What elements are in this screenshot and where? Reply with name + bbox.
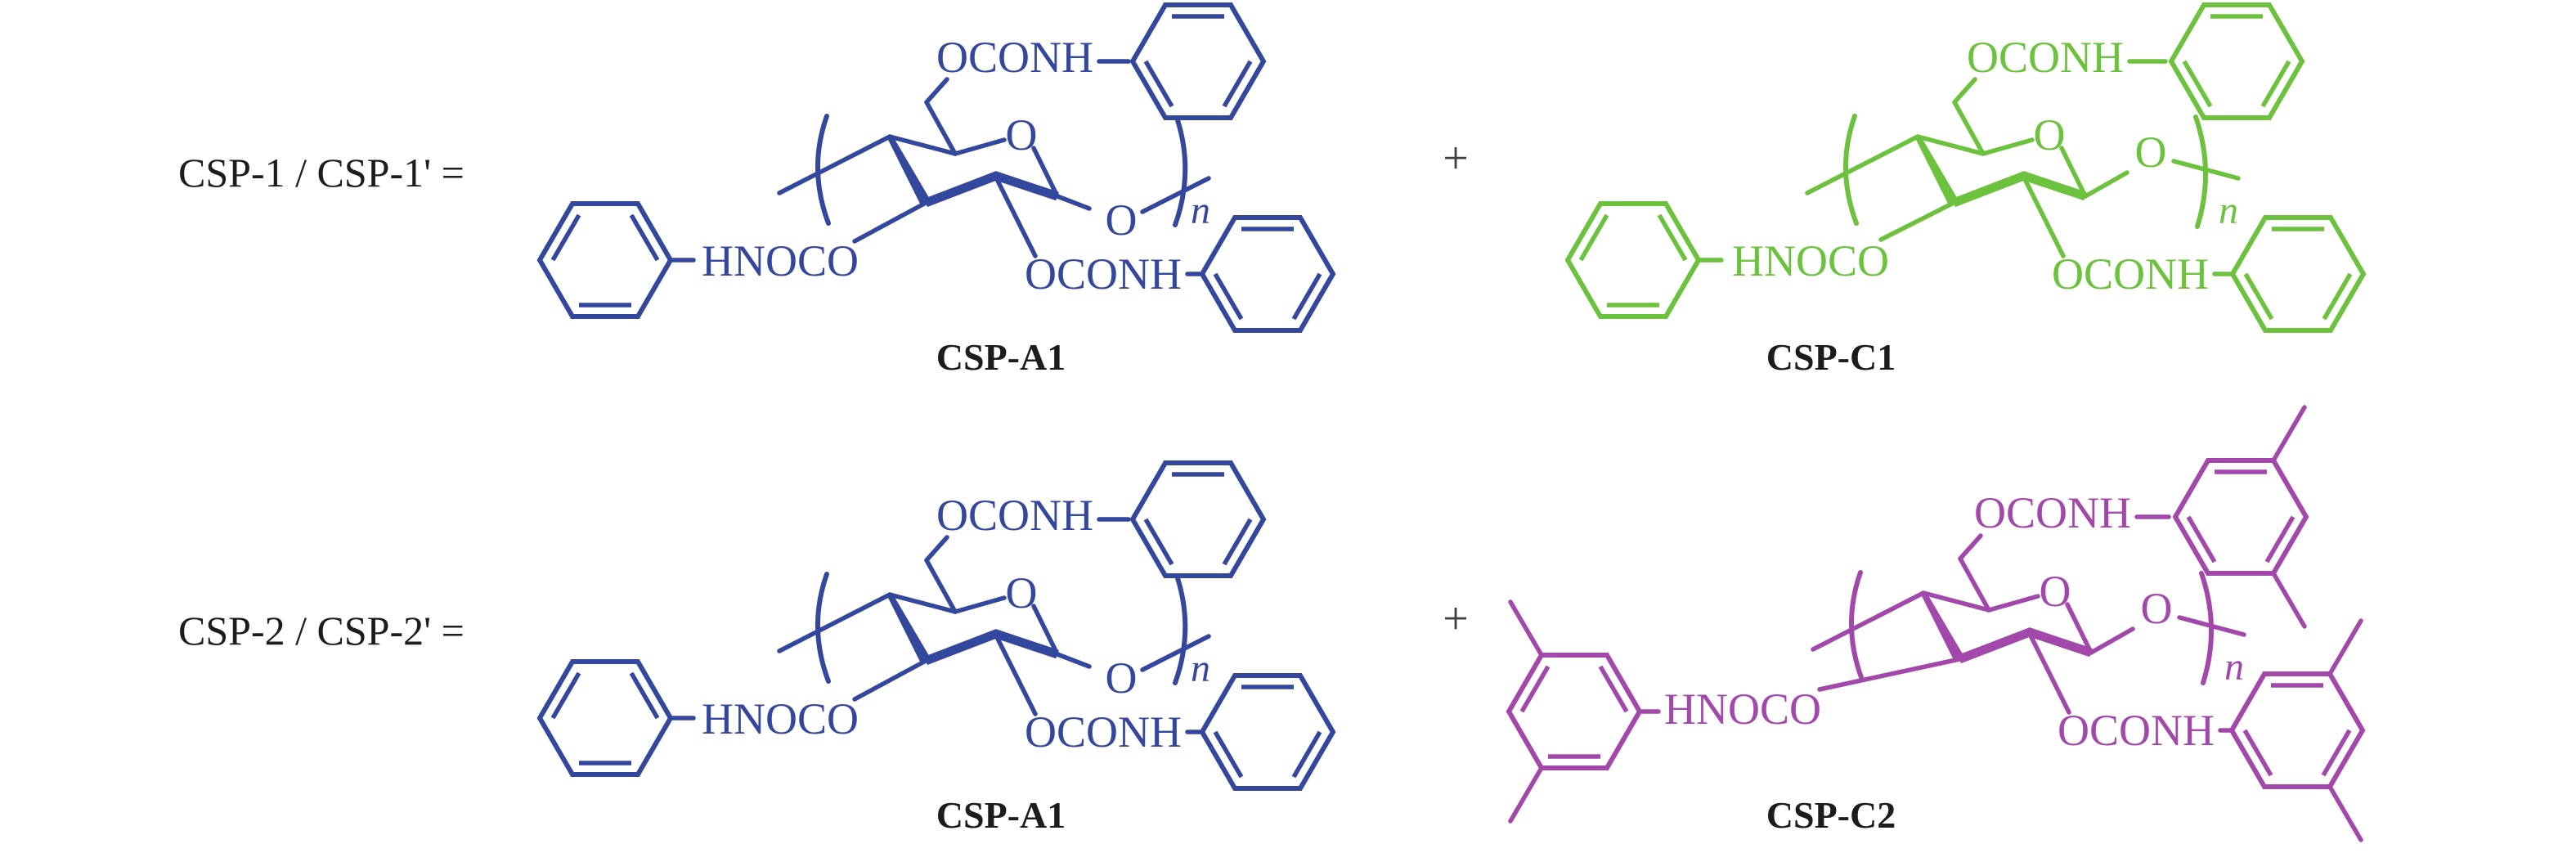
amylose-phenylcarbamate-unit — [540, 463, 1333, 788]
bottom-dimethylphenyl-ring — [2232, 621, 2363, 840]
structure-label-csp-a1-row1: CSP-A1 — [936, 336, 1066, 378]
pyranose-chair — [1807, 79, 2085, 256]
structure-label-csp-a1-row2: CSP-A1 — [936, 794, 1066, 836]
top-carbamate-label: OCONH — [1967, 33, 2124, 82]
left-dimethylphenyl-ring — [1509, 602, 1640, 821]
beta-glycosidic-linkage — [2085, 117, 2238, 232]
pyranose-chair — [1813, 536, 2091, 712]
structure-csp-c2-row2: HNOCO OCONH OCONH — [1509, 407, 2363, 840]
c3-carbamate-bond — [1878, 200, 1956, 242]
top-dimethylphenyl-ring — [2175, 407, 2306, 626]
equation-label-row1: CSP-1 / CSP-1' = — [178, 150, 464, 195]
left-carbamate-label: HNOCO — [1732, 236, 1889, 285]
plus-sign-row2: + — [1443, 594, 1469, 644]
structure-label-csp-c2: CSP-C2 — [1766, 794, 1896, 836]
structure-label-csp-c1: CSP-C1 — [1766, 336, 1896, 378]
top-phenyl-ring — [2171, 5, 2302, 118]
bottom-carbamate-label: OCONH — [2052, 249, 2209, 299]
left-phenyl-ring — [1568, 204, 1699, 317]
c3-carbamate-bond — [1817, 657, 1962, 692]
top-carbamate-label: OCONH — [1974, 488, 2131, 537]
left-carbamate-label: HNOCO — [1664, 685, 1821, 734]
plus-sign-row1: + — [1443, 133, 1469, 184]
bottom-carbamate-label: OCONH — [2058, 706, 2215, 755]
amylose-phenylcarbamate-unit — [540, 5, 1333, 330]
bottom-phenyl-ring — [2233, 218, 2363, 330]
equation-label-row2: CSP-2 / CSP-2' = — [178, 608, 464, 653]
structure-csp-a1-row2 — [540, 463, 1333, 788]
beta-glycosidic-linkage — [2091, 573, 2244, 689]
structure-csp-c1-row1: HNOCO OCONH OCONH — [1568, 5, 2363, 330]
structure-csp-a1-row1 — [540, 5, 1333, 330]
